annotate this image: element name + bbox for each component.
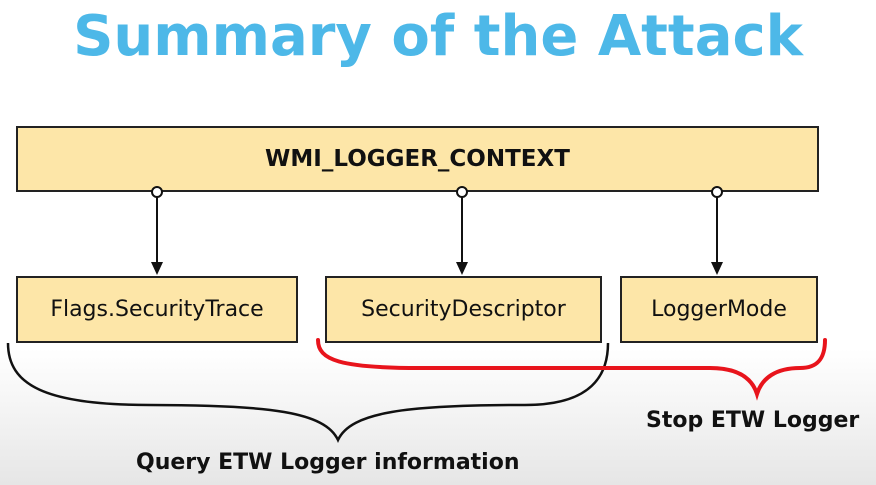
query-brace (6, 342, 610, 443)
arrow-down-icon (151, 262, 163, 275)
logger-mode-label: LoggerMode (651, 297, 787, 322)
slide-title: Summary of the Attack (73, 4, 803, 69)
connector-flags (151, 186, 163, 275)
flags-security-trace-label: Flags.SecurityTrace (50, 297, 264, 322)
connector-logger-mode (711, 186, 723, 275)
arrow-down-icon (456, 262, 468, 275)
connector-security-descriptor (456, 186, 468, 275)
logger-mode-box: LoggerMode (620, 276, 818, 343)
wmi-logger-context-label: WMI_LOGGER_CONTEXT (265, 146, 570, 172)
wmi-logger-context-box: WMI_LOGGER_CONTEXT (16, 126, 819, 192)
arrow-down-icon (711, 262, 723, 275)
query-etw-logger-label: Query ETW Logger information (136, 450, 520, 475)
security-descriptor-label: SecurityDescriptor (361, 297, 566, 322)
flags-security-trace-box: Flags.SecurityTrace (16, 276, 298, 343)
security-descriptor-box: SecurityDescriptor (325, 276, 602, 343)
stop-etw-logger-label: Stop ETW Logger (646, 408, 860, 433)
stop-brace (316, 338, 827, 401)
